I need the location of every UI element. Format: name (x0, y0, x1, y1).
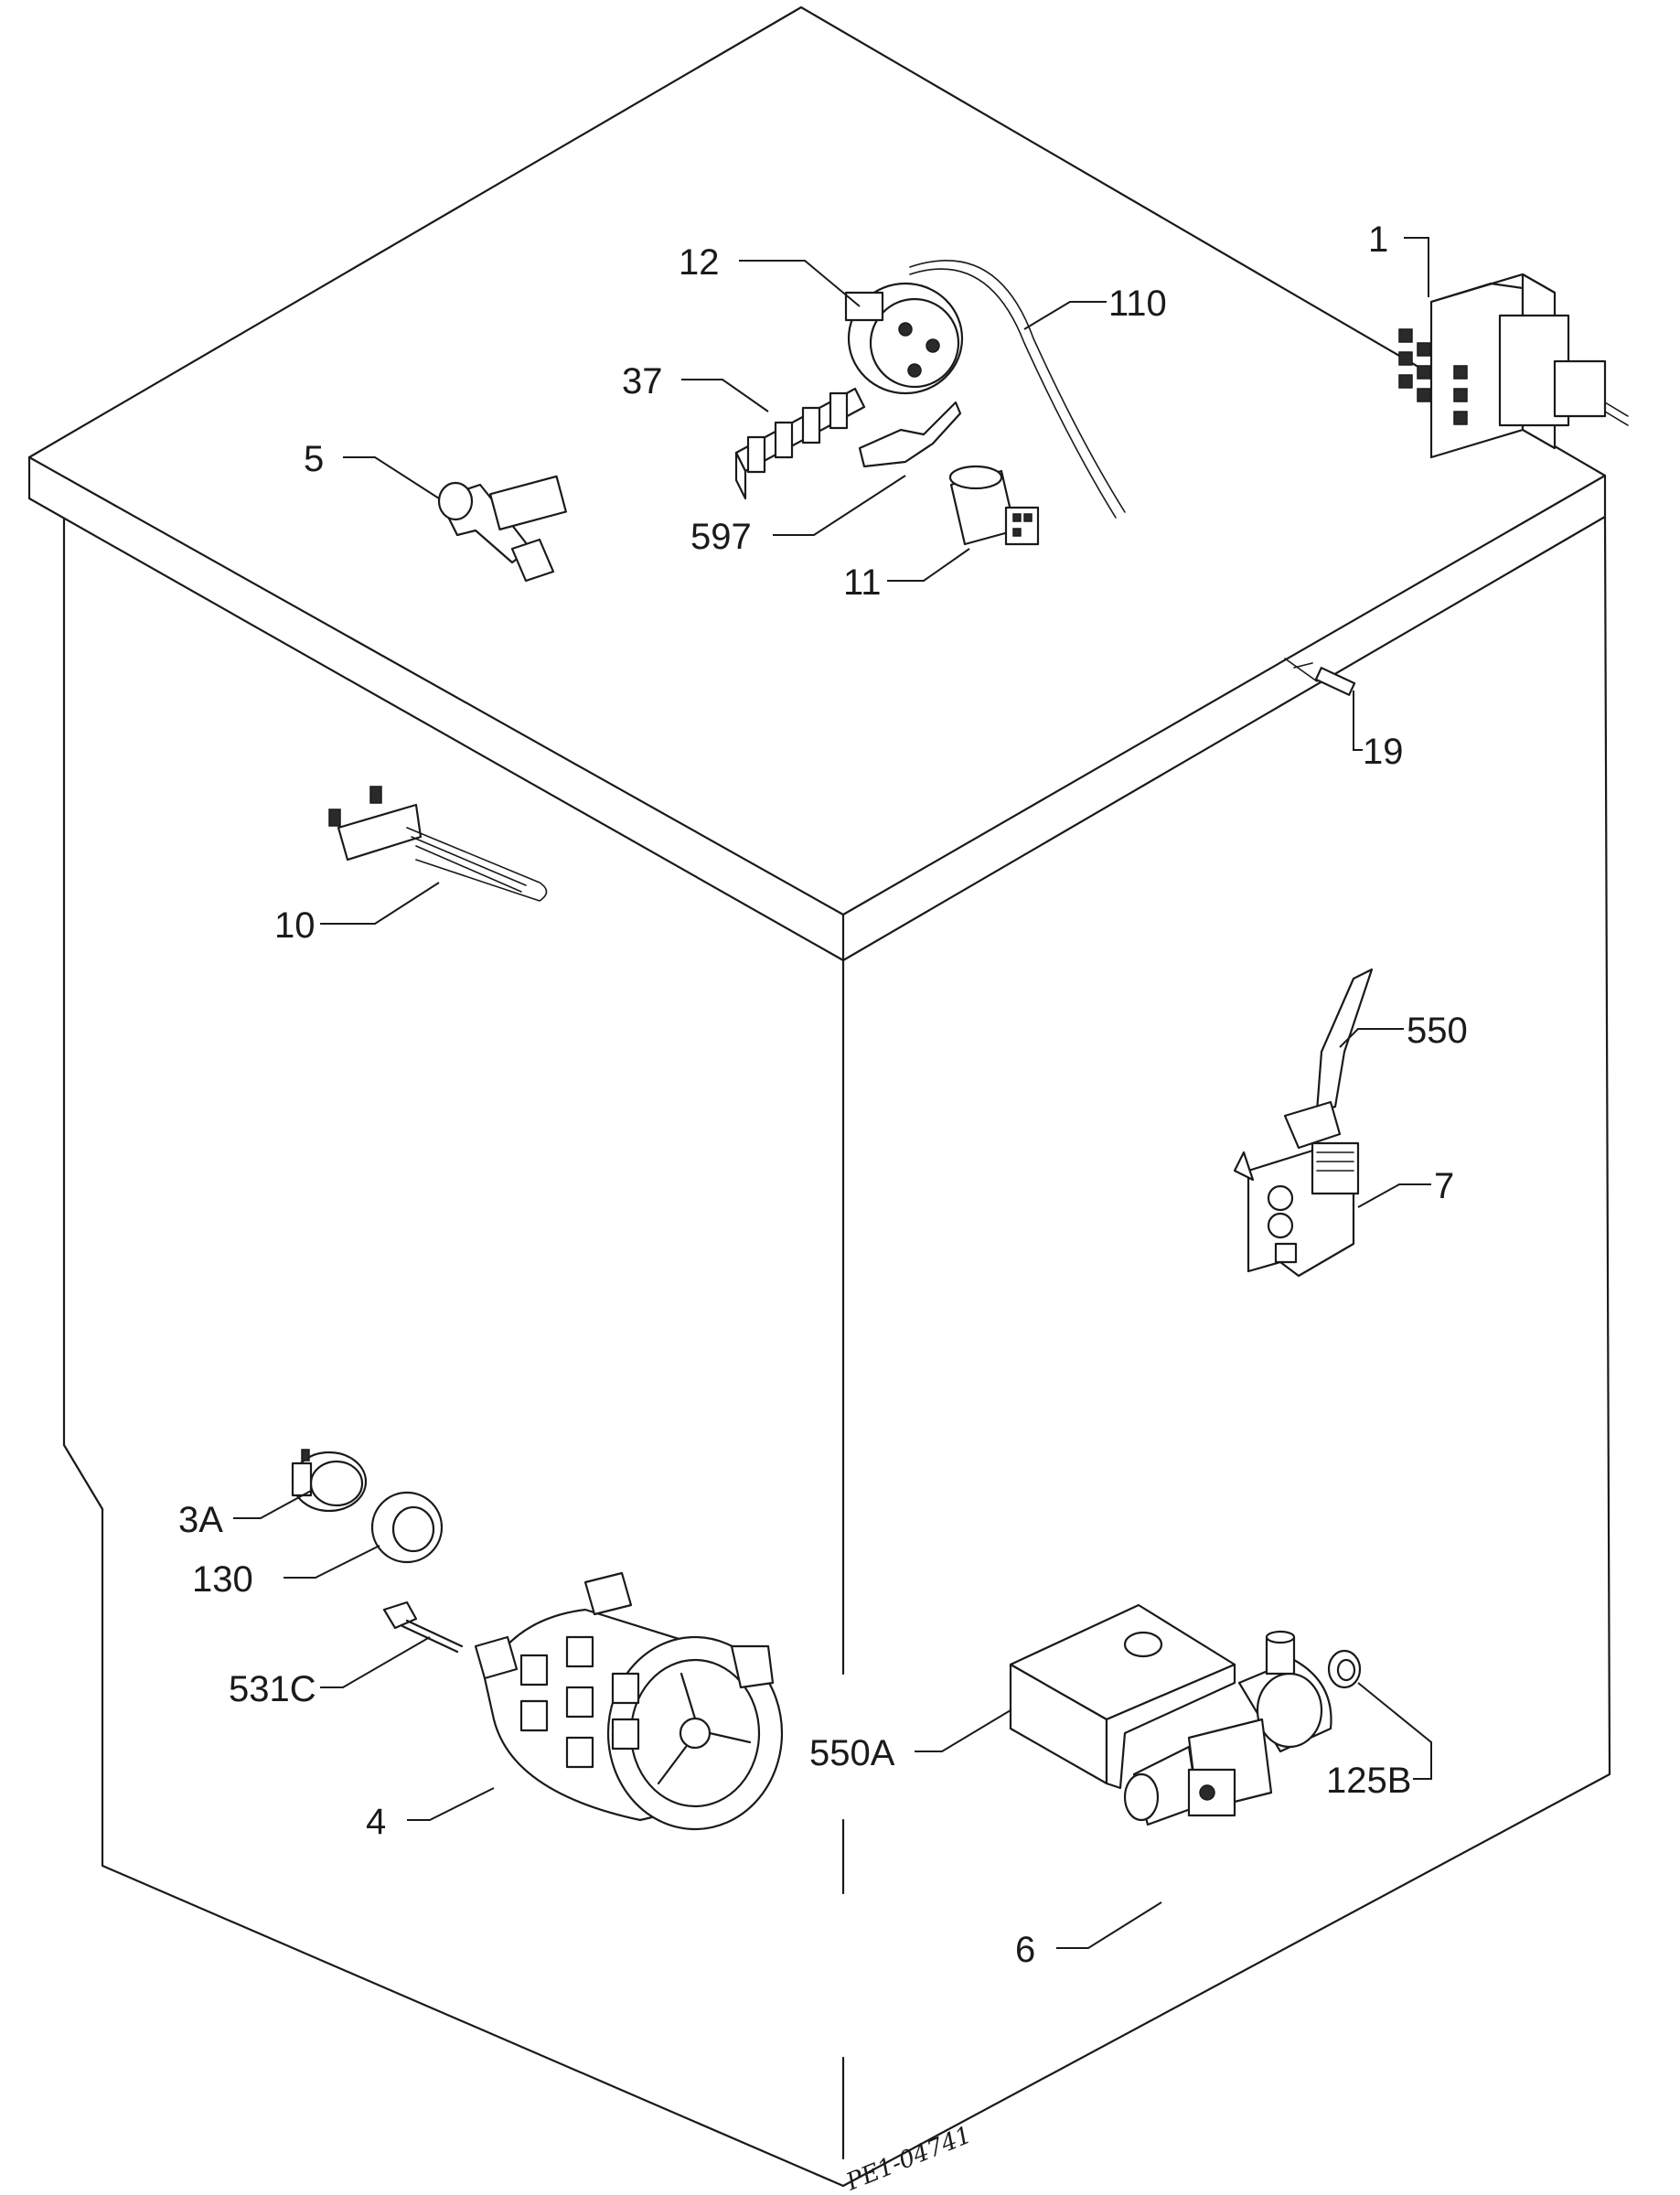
label-130: 130 (192, 1559, 253, 1600)
motor-part (474, 1571, 784, 1831)
label-37: 37 (622, 361, 663, 402)
door-lock-part (1233, 968, 1374, 1278)
small-seal-part (1327, 1649, 1362, 1689)
terminal-block-part (734, 387, 866, 500)
timer-part (1398, 273, 1629, 459)
capacitor-part (948, 465, 1040, 546)
label-6: 6 (1015, 1930, 1035, 1970)
screw-part (382, 1601, 464, 1654)
label-550: 550 (1407, 1011, 1468, 1051)
label-597: 597 (690, 517, 752, 557)
clamp-part (1284, 658, 1356, 696)
thermostat-part (291, 1449, 368, 1513)
drawing-reference: PE1-04741 (841, 2122, 975, 2195)
label-7: 7 (1434, 1166, 1454, 1206)
label-1: 1 (1368, 220, 1388, 260)
label-4: 4 (366, 1802, 386, 1842)
label-531c: 531C (229, 1669, 316, 1709)
label-125b: 125B (1326, 1761, 1411, 1801)
heating-element-part (328, 786, 548, 902)
label-3a: 3A (178, 1500, 223, 1540)
leader-lines (233, 237, 1432, 1949)
pressure-switch-part (844, 260, 1126, 519)
inlet-valve-part (437, 475, 567, 583)
drain-pump-part (1123, 1630, 1332, 1826)
label-12: 12 (679, 242, 720, 283)
clip-part (858, 401, 962, 468)
seal-ring-part (370, 1491, 444, 1564)
label-19: 19 (1363, 732, 1404, 772)
label-550a: 550A (809, 1733, 895, 1773)
label-110: 110 (1108, 284, 1167, 324)
label-5: 5 (304, 439, 324, 479)
cover-plate-part (1009, 1603, 1236, 1790)
label-11: 11 (843, 562, 882, 603)
cabinet-outline (27, 5, 1611, 2188)
label-10: 10 (274, 905, 316, 946)
